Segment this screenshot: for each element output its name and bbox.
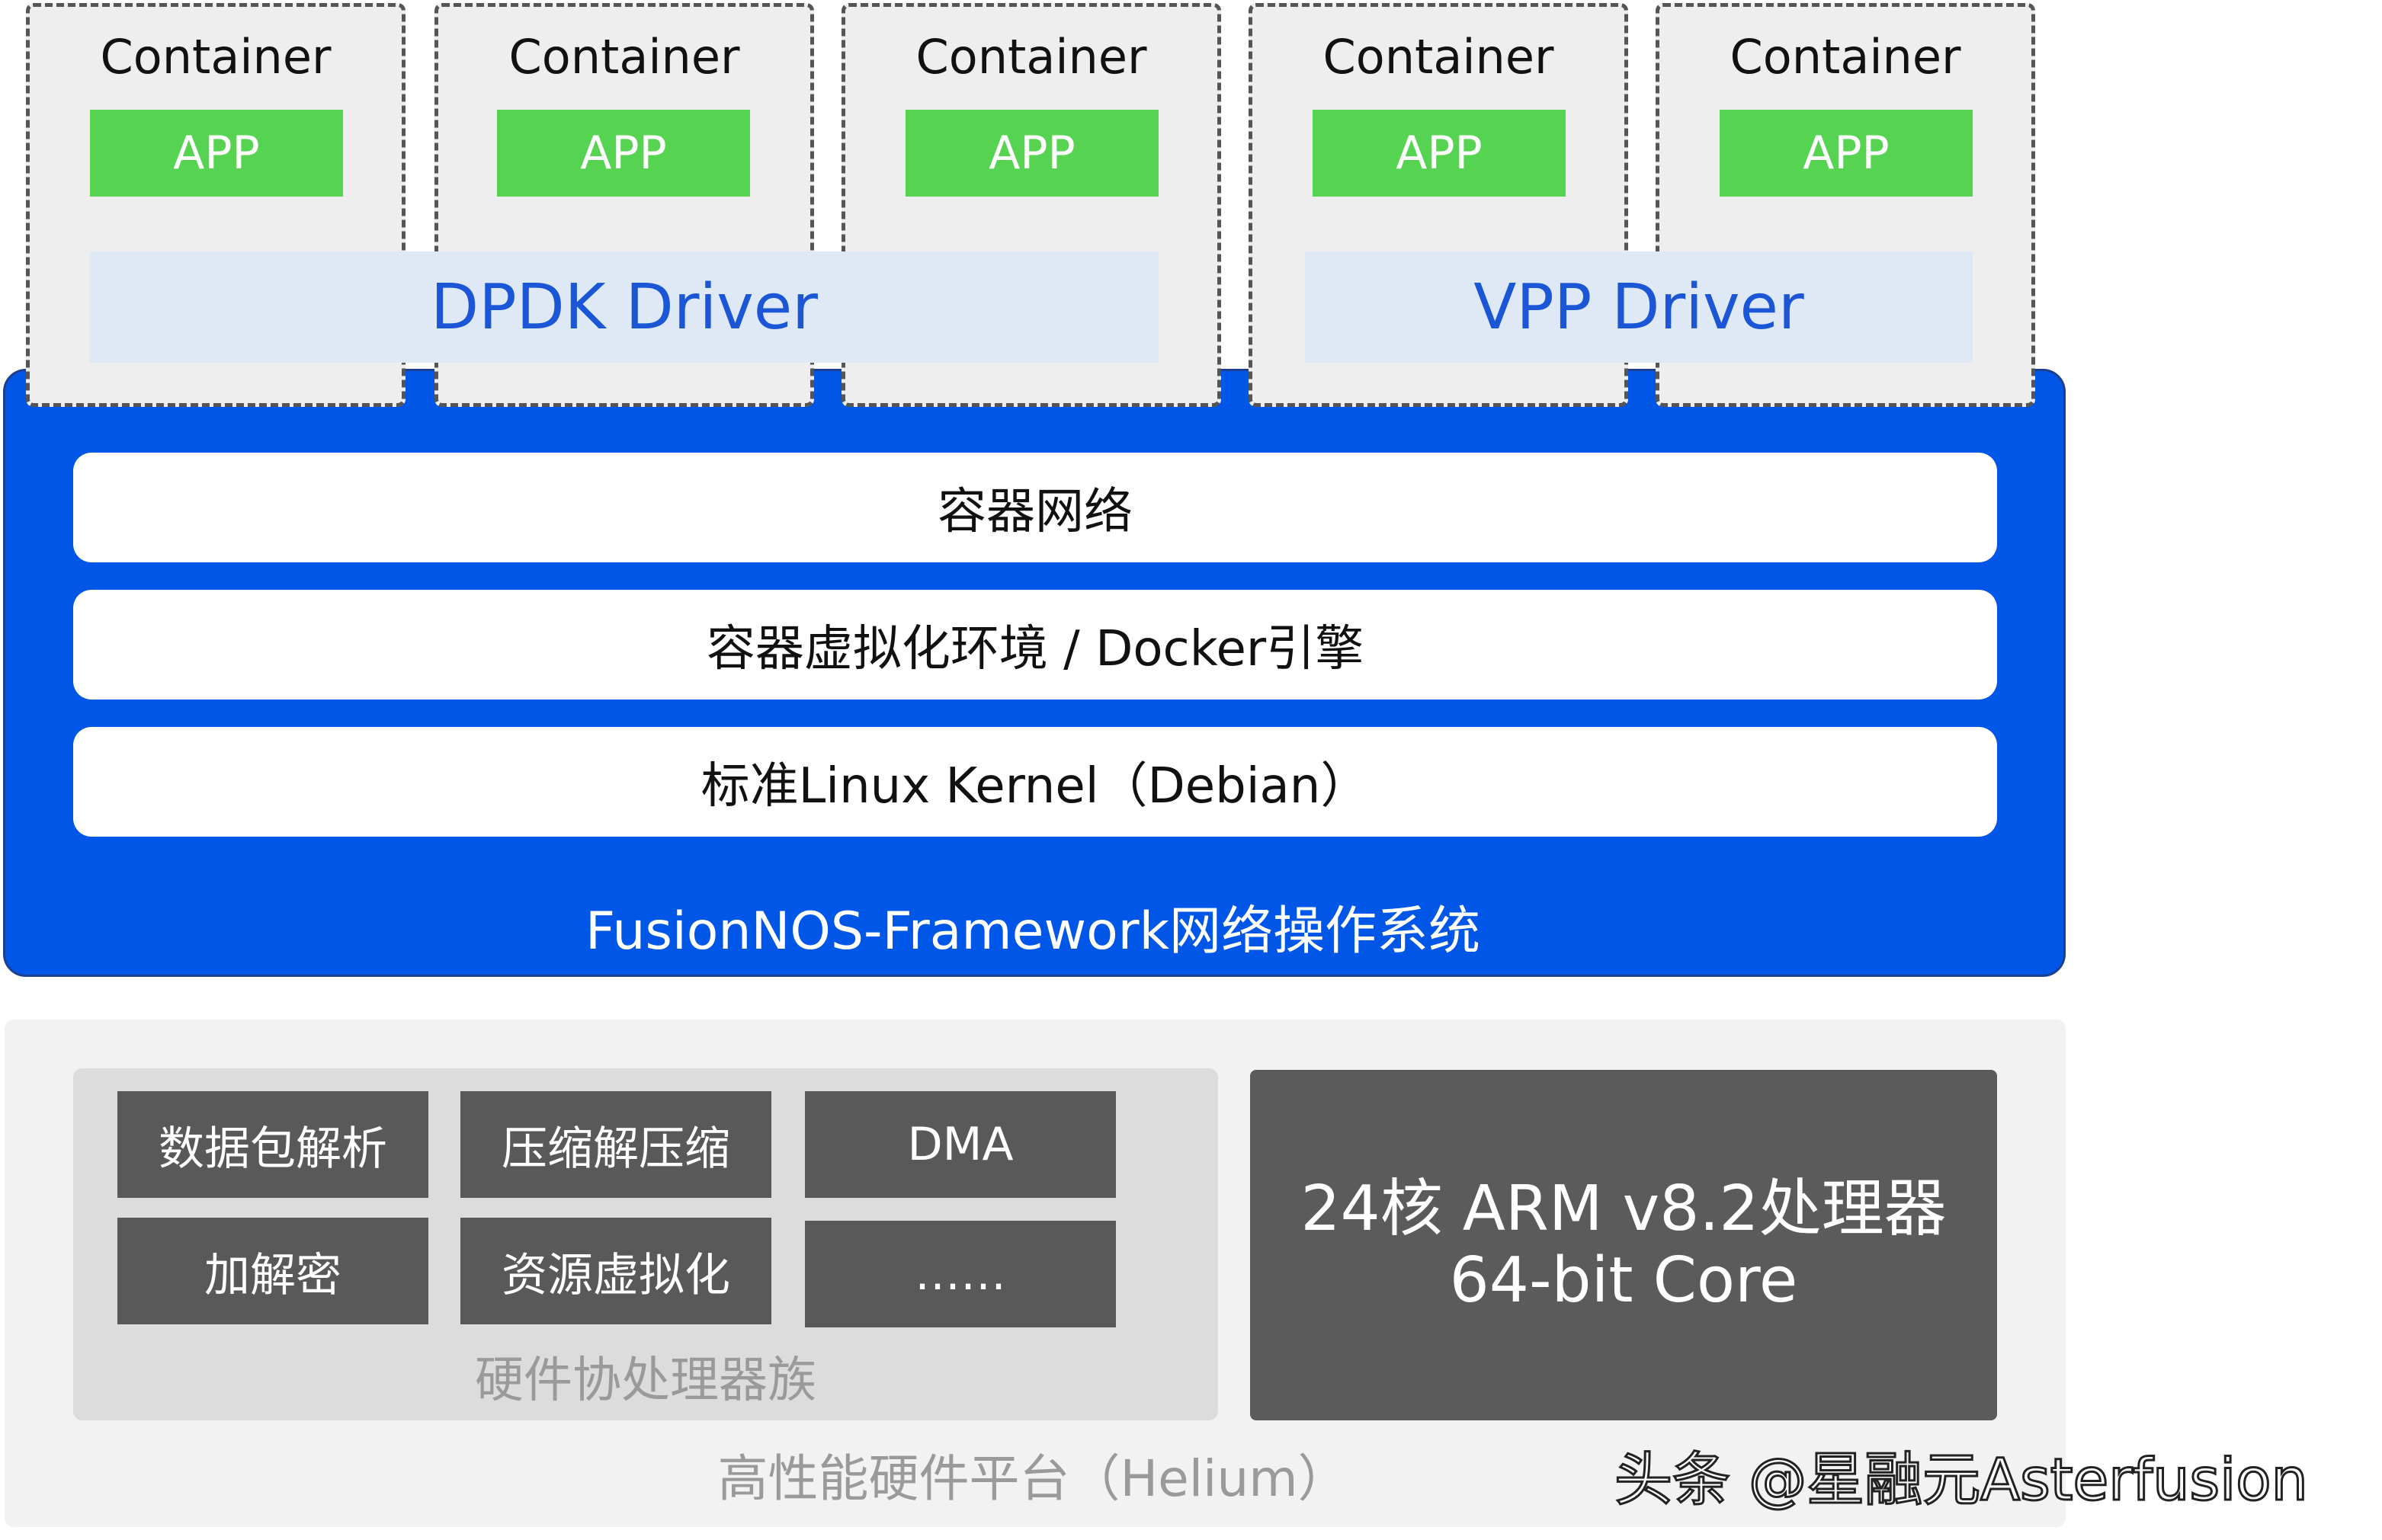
cpu-line-2: 64-bit Core [1449, 1244, 1798, 1317]
virtualization-layer: 容器虚拟化环境 / Docker引擎 [73, 590, 1997, 700]
watermark: 头条 @星融元Asterfusion [1614, 1445, 2310, 1515]
app-box-2: APP [497, 110, 750, 197]
app-box-5: APP [1720, 110, 1973, 197]
platform-label: 高性能硬件平台（Helium） [717, 1449, 1348, 1508]
app-box-4: APP [1313, 110, 1566, 197]
chip-more: …… [805, 1221, 1116, 1327]
container-title: Container [508, 28, 740, 85]
dpdk-driver: DPDK Driver [90, 251, 1159, 363]
container-title: Container [1322, 28, 1554, 85]
cpu-line-1: 24核 ARM v8.2处理器 [1300, 1173, 1947, 1245]
kernel-layer: 标准Linux Kernel（Debian） [73, 727, 1997, 837]
chip-encryption: 加解密 [117, 1218, 428, 1324]
chip-dma: DMA [805, 1091, 1116, 1198]
framework-label: FusionNOS-Framework网络操作系统 [585, 901, 1481, 962]
vpp-driver: VPP Driver [1305, 251, 1973, 363]
container-title: Container [100, 28, 332, 85]
app-box-3: APP [906, 110, 1159, 197]
app-box-1: APP [90, 110, 343, 197]
chip-packet-parsing: 数据包解析 [117, 1091, 428, 1198]
chip-resource-virtualization: 资源虚拟化 [460, 1218, 771, 1324]
coprocessor-label: 硬件协处理器族 [475, 1353, 816, 1409]
cpu-block: 24核 ARM v8.2处理器 64-bit Core [1250, 1070, 1997, 1420]
container-title: Container [1730, 28, 1961, 85]
container-network-layer: 容器网络 [73, 453, 1997, 562]
chip-compression: 压缩解压缩 [460, 1091, 771, 1198]
container-title: Container [915, 28, 1147, 85]
